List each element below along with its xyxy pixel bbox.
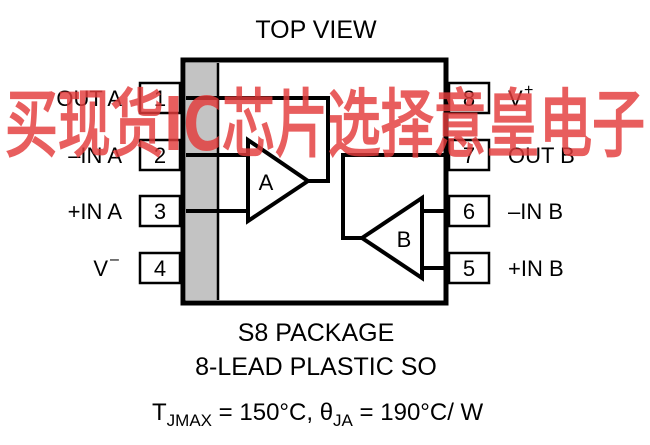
pin-3-number: 3 [154,199,166,224]
pin-7: 7 OUT B [447,138,575,172]
pin-2-number: 2 [154,143,166,168]
pin-4: 4 V – [93,251,182,285]
pin-5-number: 5 [463,256,475,281]
wire-b-to-pin7 [341,153,449,240]
pin-3: 3 +IN A [68,194,182,228]
pin-8-number: 8 [463,86,475,111]
wire-a-to-pin1 [186,96,330,183]
thermal-resistance: TJMAX = 150°C, θJA = 190°C/ W [152,399,484,430]
pin-7-label: OUT B [508,143,575,168]
pin-2: 2 –IN A [68,138,182,172]
pin-5-label: +IN B [508,256,564,281]
pin-5: 5 +IN B [447,251,564,285]
pin-1-label: OUT A [56,86,122,111]
pin-8-superscript: + [524,82,533,99]
pin-4-label: V [93,256,108,281]
pin-4-number: 4 [154,256,166,281]
pin-1: 1 OUT A [56,81,182,115]
pin-6-label: –IN B [508,199,563,224]
pin-6-number: 6 [463,199,475,224]
amplifier-a-label: A [259,170,274,195]
pin-8: 8 V + [447,81,533,115]
pin-4-superscript: – [110,251,119,268]
pin-2-label: –IN A [68,143,122,168]
amplifier-b: B [341,153,449,282]
package-description: 8-LEAD PLASTIC SO [195,353,437,381]
package-name: S8 PACKAGE [238,319,395,347]
amplifier-a: A [186,96,330,225]
pin-1-number: 1 [154,86,166,111]
pin-8-label: V [508,86,523,111]
top-view-label: TOP VIEW [255,16,377,44]
pin-7-number: 7 [463,143,475,168]
pin-3-label: +IN A [68,199,123,224]
amplifier-b-label: B [397,227,412,252]
watermark-text: 买现货IC芯片选择意皇电子 [5,82,645,168]
pin-6: 6 –IN B [447,194,563,228]
substrate-bar [186,63,218,300]
